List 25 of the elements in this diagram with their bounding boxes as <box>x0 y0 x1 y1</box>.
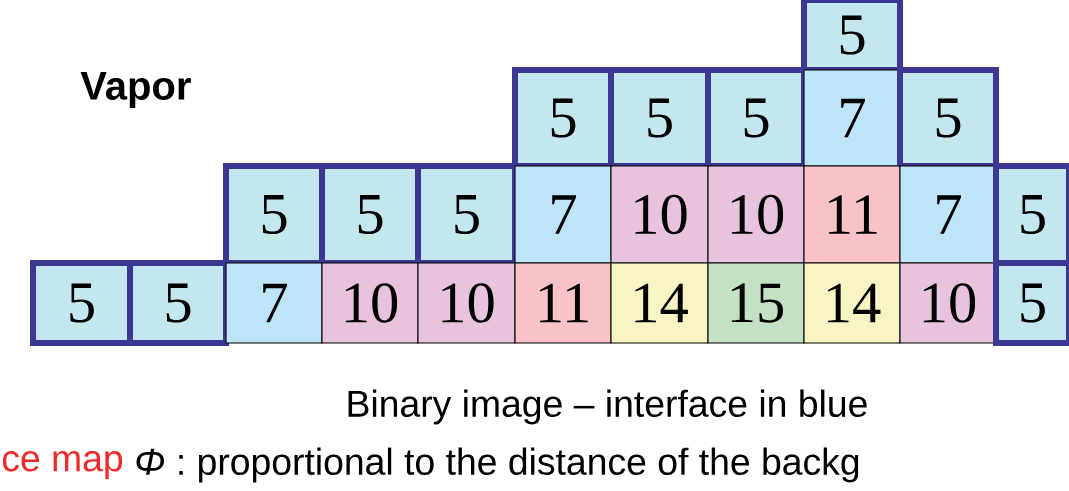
number-cell: 7 <box>803 69 901 167</box>
number-cell: 11 <box>514 262 612 344</box>
number-cell: 10 <box>610 165 709 264</box>
number-cell: 5 <box>993 260 1069 346</box>
number-cell: 10 <box>707 165 805 264</box>
number-cell: 5 <box>223 163 325 266</box>
number-cell: 7 <box>225 262 323 344</box>
number-cell: 10 <box>321 262 419 344</box>
number-cell: 11 <box>803 165 901 264</box>
region-label: Vapor <box>80 72 191 108</box>
number-cell: 5 <box>897 67 999 169</box>
number-cell: 15 <box>707 262 805 344</box>
number-cell: 7 <box>899 165 997 264</box>
number-cell: 5 <box>993 163 1069 266</box>
number-cell: 5 <box>801 0 903 73</box>
number-cell: 5 <box>512 67 614 169</box>
caption: Binary image – interface in blue <box>348 389 867 425</box>
number-cell: 14 <box>610 262 709 344</box>
number-cell: 14 <box>803 262 901 344</box>
number-cell: 10 <box>899 262 997 344</box>
number-cell: 5 <box>30 260 133 346</box>
caption: Φ : proportional to the distance of the backg <box>136 447 859 483</box>
caption: ce map <box>2 451 123 479</box>
number-cell: 7 <box>514 165 612 264</box>
number-cell: 10 <box>417 262 516 344</box>
